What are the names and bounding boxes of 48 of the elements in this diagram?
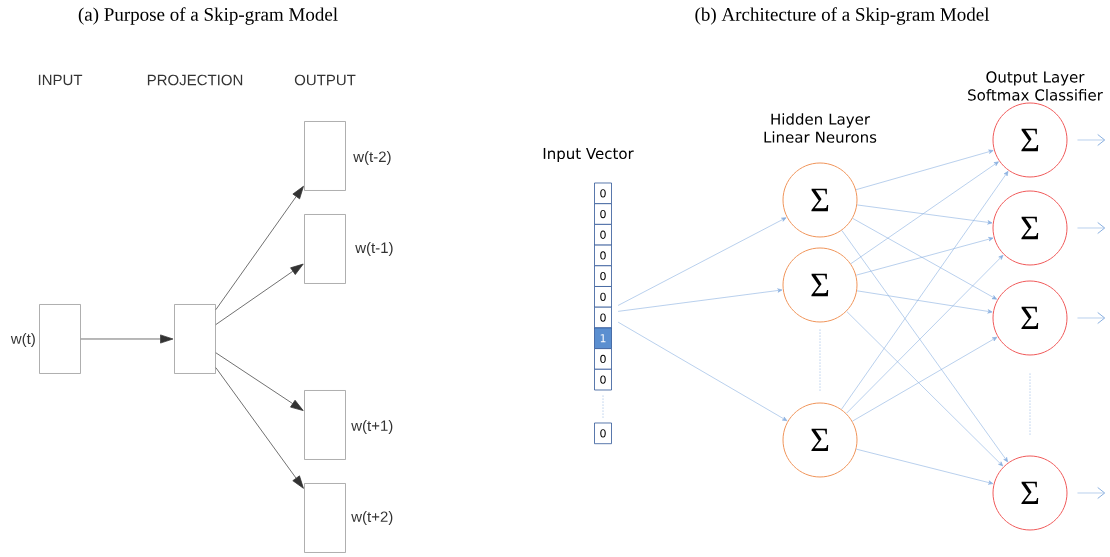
vector-cell: 0 <box>594 348 612 370</box>
vector-cell: 0 <box>594 368 612 391</box>
vector-cell: 0 <box>594 422 612 445</box>
arrow <box>80 334 174 344</box>
word-label: w(t-1) <box>355 242 393 256</box>
subfigure-caption: (a) Purpose of a Skip-gram Model <box>78 7 338 25</box>
arrow <box>1077 312 1106 324</box>
arrow <box>841 171 1009 410</box>
arrow <box>856 448 994 485</box>
vector-cell: 0 <box>594 244 612 267</box>
arrow <box>617 217 787 306</box>
column-heading: PROJECTION <box>147 74 243 86</box>
arrow <box>617 288 783 312</box>
arrow <box>215 185 304 310</box>
vector-cell: 0 <box>594 265 612 287</box>
word-box <box>174 304 216 374</box>
arrow <box>852 218 997 300</box>
arrow <box>1077 487 1106 499</box>
arrow <box>856 290 993 314</box>
layer-heading: Hidden Layer Linear Neurons <box>764 113 877 143</box>
arrow <box>215 352 304 411</box>
arrow <box>617 321 788 421</box>
arrow <box>1077 222 1106 234</box>
arrow <box>215 367 304 489</box>
arrow <box>215 263 304 325</box>
word-label: w(t-2) <box>353 151 391 165</box>
vector-cell: 1 <box>594 327 612 349</box>
column-heading: OUTPUT <box>294 74 356 86</box>
arrow <box>846 254 1004 414</box>
vector-cell: 0 <box>594 182 612 205</box>
column-heading: INPUT <box>38 74 83 86</box>
subfigure-caption: (b) Architecture of a Skip-gram Model <box>695 7 990 25</box>
vector-cell: 0 <box>594 203 612 225</box>
arrow <box>852 336 998 422</box>
arrow <box>850 161 999 264</box>
arrow <box>856 204 993 225</box>
vector-cell: 0 <box>594 306 612 329</box>
word-label: w(t+1) <box>351 420 393 434</box>
word-label: w(t) <box>10 333 35 347</box>
arrow <box>855 237 994 276</box>
vector-cell: 0 <box>594 286 612 308</box>
vector-heading: Input Vector <box>543 147 634 163</box>
arrow <box>846 311 1004 467</box>
vector-cell: 0 <box>594 224 612 246</box>
arrow <box>1077 134 1106 146</box>
arrow <box>855 149 994 190</box>
arrow <box>841 230 1008 463</box>
word-label: w(t+2) <box>351 511 393 525</box>
